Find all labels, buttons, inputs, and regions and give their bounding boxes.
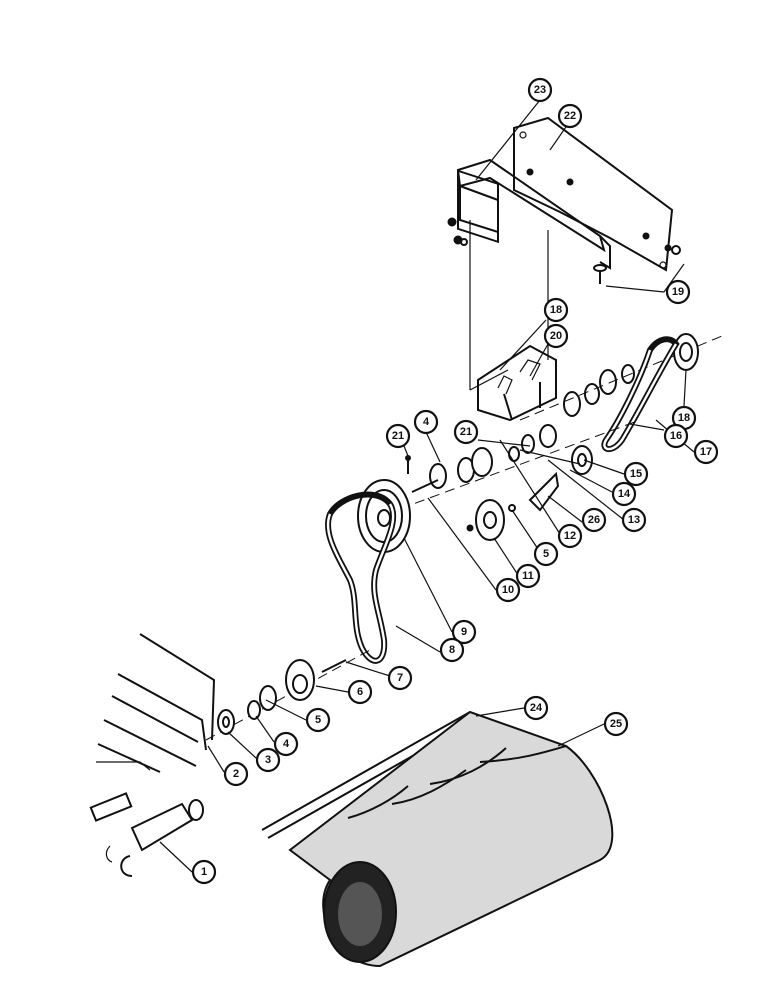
callout-4-lower: 4 bbox=[273, 731, 299, 757]
callout-13: 13 bbox=[621, 507, 647, 533]
callout-3: 3 bbox=[255, 747, 281, 773]
large-pulley-and-belt bbox=[325, 479, 411, 664]
callout-8: 8 bbox=[439, 637, 465, 663]
callout-18-bracket: 18 bbox=[543, 297, 569, 323]
svg-text:24: 24 bbox=[530, 702, 543, 714]
callout-1: 1 bbox=[191, 859, 217, 885]
svg-text:3: 3 bbox=[265, 754, 271, 766]
svg-text:7: 7 bbox=[397, 672, 403, 684]
svg-text:5: 5 bbox=[315, 714, 321, 726]
callout-6: 6 bbox=[347, 679, 373, 705]
callout-11: 11 bbox=[515, 563, 541, 589]
upper-pulley-assembly bbox=[508, 333, 723, 512]
svg-text:22: 22 bbox=[564, 110, 576, 122]
svg-text:20: 20 bbox=[550, 330, 562, 342]
svg-text:19: 19 bbox=[672, 286, 684, 298]
callout-17: 17 bbox=[693, 439, 719, 465]
svg-text:18: 18 bbox=[678, 412, 690, 424]
svg-text:9: 9 bbox=[461, 626, 467, 638]
callout-21-left: 21 bbox=[385, 423, 411, 449]
callout-9: 9 bbox=[451, 619, 477, 645]
svg-text:17: 17 bbox=[700, 446, 712, 458]
callout-19: 19 bbox=[665, 279, 691, 305]
callout-22: 22 bbox=[557, 103, 583, 129]
svg-text:6: 6 bbox=[357, 686, 363, 698]
callout-18-pulley: 18 bbox=[671, 405, 697, 431]
svg-text:23: 23 bbox=[534, 84, 546, 96]
callout-5-upper: 5 bbox=[533, 541, 559, 567]
callout-26: 26 bbox=[581, 507, 607, 533]
callout-4-upper: 4 bbox=[413, 409, 439, 435]
svg-text:4: 4 bbox=[283, 738, 290, 750]
callout-16: 16 bbox=[663, 423, 689, 449]
svg-text:5: 5 bbox=[543, 548, 549, 560]
svg-text:10: 10 bbox=[502, 584, 514, 596]
idler-bracket bbox=[477, 344, 557, 422]
svg-text:12: 12 bbox=[564, 530, 576, 542]
mid-pulley-assembly bbox=[369, 419, 641, 541]
svg-text:21: 21 bbox=[392, 430, 404, 442]
svg-text:8: 8 bbox=[449, 644, 455, 656]
callout-20: 20 bbox=[543, 323, 569, 349]
svg-text:14: 14 bbox=[618, 488, 631, 500]
svg-text:4: 4 bbox=[423, 416, 430, 428]
svg-text:25: 25 bbox=[610, 718, 622, 730]
callout-14: 14 bbox=[611, 481, 637, 507]
callout-15: 15 bbox=[623, 461, 649, 487]
callout-5-lower: 5 bbox=[305, 707, 331, 733]
callout-12: 12 bbox=[557, 523, 583, 549]
callout-24: 24 bbox=[523, 695, 549, 721]
svg-text:15: 15 bbox=[630, 468, 642, 480]
svg-text:1: 1 bbox=[201, 866, 207, 878]
svg-text:26: 26 bbox=[588, 514, 600, 526]
callouts: 23 22 19 18 20 18 21 4 21 16 17 15 14 13… bbox=[159, 77, 719, 885]
callout-23: 23 bbox=[527, 77, 553, 103]
svg-text:11: 11 bbox=[522, 570, 534, 582]
conveyor-belt bbox=[261, 710, 614, 968]
callout-7: 7 bbox=[387, 665, 413, 691]
mounting-plate bbox=[447, 116, 681, 391]
svg-text:18: 18 bbox=[550, 304, 562, 316]
left-frame-and-roller bbox=[89, 633, 216, 877]
svg-text:21: 21 bbox=[460, 426, 472, 438]
lower-pulley-assembly bbox=[205, 649, 371, 741]
callout-10: 10 bbox=[495, 577, 521, 603]
callout-25: 25 bbox=[603, 711, 629, 737]
callout-2: 2 bbox=[223, 761, 249, 787]
svg-text:16: 16 bbox=[670, 430, 682, 442]
svg-text:13: 13 bbox=[628, 514, 640, 526]
callout-21-right: 21 bbox=[453, 419, 479, 445]
svg-text:2: 2 bbox=[233, 768, 239, 780]
